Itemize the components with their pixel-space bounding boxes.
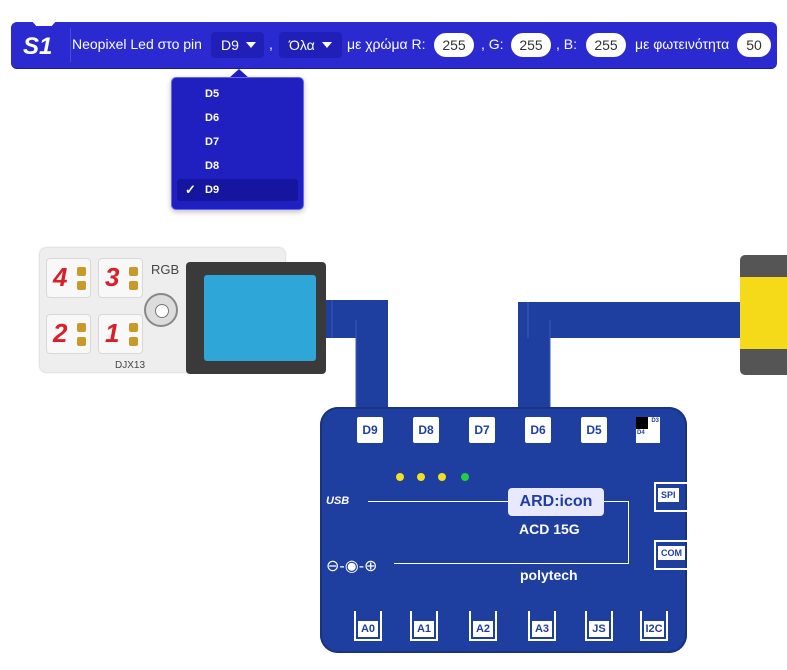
pin-d3-label: D3 [651, 418, 659, 424]
pin-d4-label: D4 [637, 430, 645, 436]
status-led-2 [417, 473, 425, 481]
pin-i2c-label: I2C [644, 621, 664, 637]
pin-dropdown-menu: D5 D6 D7 D8 ✓ D9 [171, 77, 304, 210]
ardicon-board[interactable]: D9 D8 D7 D6 D5 D3 D4 USB ARD:icon ACD 15… [320, 407, 687, 653]
yellow-connector [740, 255, 787, 375]
menu-item-d8[interactable]: D8 [177, 155, 298, 177]
power-jack-icon: ⊖-◉-⊕ [326, 558, 378, 575]
pin-d3-d4[interactable]: D3 D4 [636, 417, 660, 443]
pin-a0[interactable]: A0 [354, 611, 382, 641]
pin-i2c[interactable]: I2C [640, 611, 668, 641]
led-number: 4 [53, 262, 68, 292]
led-3: 3 [98, 258, 143, 298]
pin-d7[interactable]: D7 [469, 417, 495, 443]
status-led-3 [438, 473, 446, 481]
menu-item-label: D9 [205, 184, 220, 196]
b-value-input[interactable]: 255 [586, 33, 626, 57]
color-b-label: , B: [556, 36, 578, 52]
pin-a3[interactable]: A3 [528, 611, 556, 641]
brightness-value-input[interactable]: 50 [737, 33, 771, 57]
pin-dropdown[interactable]: D9 [211, 32, 264, 58]
block-notch [31, 20, 57, 26]
led-4: 4 [46, 258, 91, 298]
pin-d9[interactable]: D9 [357, 417, 383, 443]
port-spi[interactable]: SPI [654, 482, 687, 512]
pin-a1-label: A1 [414, 621, 434, 637]
status-led-4 [461, 473, 469, 481]
pin-dropdown-value: D9 [221, 37, 239, 53]
led-number: 2 [53, 318, 68, 348]
brightness-label: με φωτεινότητα [635, 36, 730, 52]
status-led-1 [396, 473, 404, 481]
menu-item-d9[interactable]: ✓ D9 [177, 179, 298, 201]
maker-label: polytech [520, 567, 578, 583]
menu-item-d7[interactable]: D7 [177, 131, 298, 153]
led-2: 2 [46, 314, 91, 354]
chevron-down-icon [245, 42, 256, 49]
power-trace [394, 563, 629, 564]
port-com-label: COM [658, 546, 685, 560]
led-number: 1 [105, 318, 120, 348]
pin-a3-label: A3 [532, 621, 552, 637]
blue-connector [186, 262, 326, 374]
pin-a2-label: A2 [473, 621, 493, 637]
mode-dropdown-value: Όλα [289, 37, 315, 53]
menu-item-d6[interactable]: D6 [177, 107, 298, 129]
module-model-label: DJX13 [115, 360, 146, 371]
board-model-label: ACD 15G [519, 521, 580, 537]
comma-separator: , [269, 36, 273, 52]
pin-d6[interactable]: D6 [525, 417, 551, 443]
brand-label: ARD:icon [508, 488, 604, 516]
menu-item-label: D7 [205, 136, 220, 148]
r-value-input[interactable]: 255 [434, 33, 474, 57]
block-separator [70, 28, 71, 62]
pin-js-label: JS [589, 621, 609, 637]
led-number: 3 [105, 262, 120, 292]
rgb-label: RGB [151, 262, 180, 277]
checkmark-icon: ✓ [185, 182, 196, 197]
menu-item-d5[interactable]: D5 [177, 83, 298, 105]
mode-dropdown[interactable]: Όλα [279, 32, 342, 58]
pin-js[interactable]: JS [585, 611, 613, 641]
pin-d8[interactable]: D8 [413, 417, 439, 443]
menu-item-label: D8 [205, 160, 220, 172]
color-g-label: , G: [481, 36, 504, 52]
s1-logo-icon: S1 [21, 29, 59, 61]
pin-menu-pointer [229, 69, 249, 78]
pin-d5[interactable]: D5 [581, 417, 607, 443]
g-value-input[interactable]: 255 [511, 33, 551, 57]
mounting-hole [144, 293, 178, 327]
usb-label: USB [326, 495, 350, 507]
s1-logo-text: S1 [23, 33, 52, 60]
pin-a1[interactable]: A1 [410, 611, 438, 641]
menu-item-label: D6 [205, 112, 220, 124]
color-r-label: με χρώμα R: [347, 36, 426, 52]
neopixel-block[interactable]: S1 Neopixel Led στο pin D9 , Όλα με χρώμ… [11, 20, 777, 68]
port-com[interactable]: COM [654, 540, 687, 570]
usb-trace [368, 501, 508, 502]
led-1: 1 [98, 314, 143, 354]
chevron-down-icon [321, 42, 332, 49]
menu-item-label: D5 [205, 88, 220, 100]
pin-a2[interactable]: A2 [469, 611, 497, 641]
led-pin-label: Neopixel Led στο pin [72, 36, 202, 52]
pin-a0-label: A0 [358, 621, 378, 637]
port-spi-label: SPI [658, 488, 679, 502]
